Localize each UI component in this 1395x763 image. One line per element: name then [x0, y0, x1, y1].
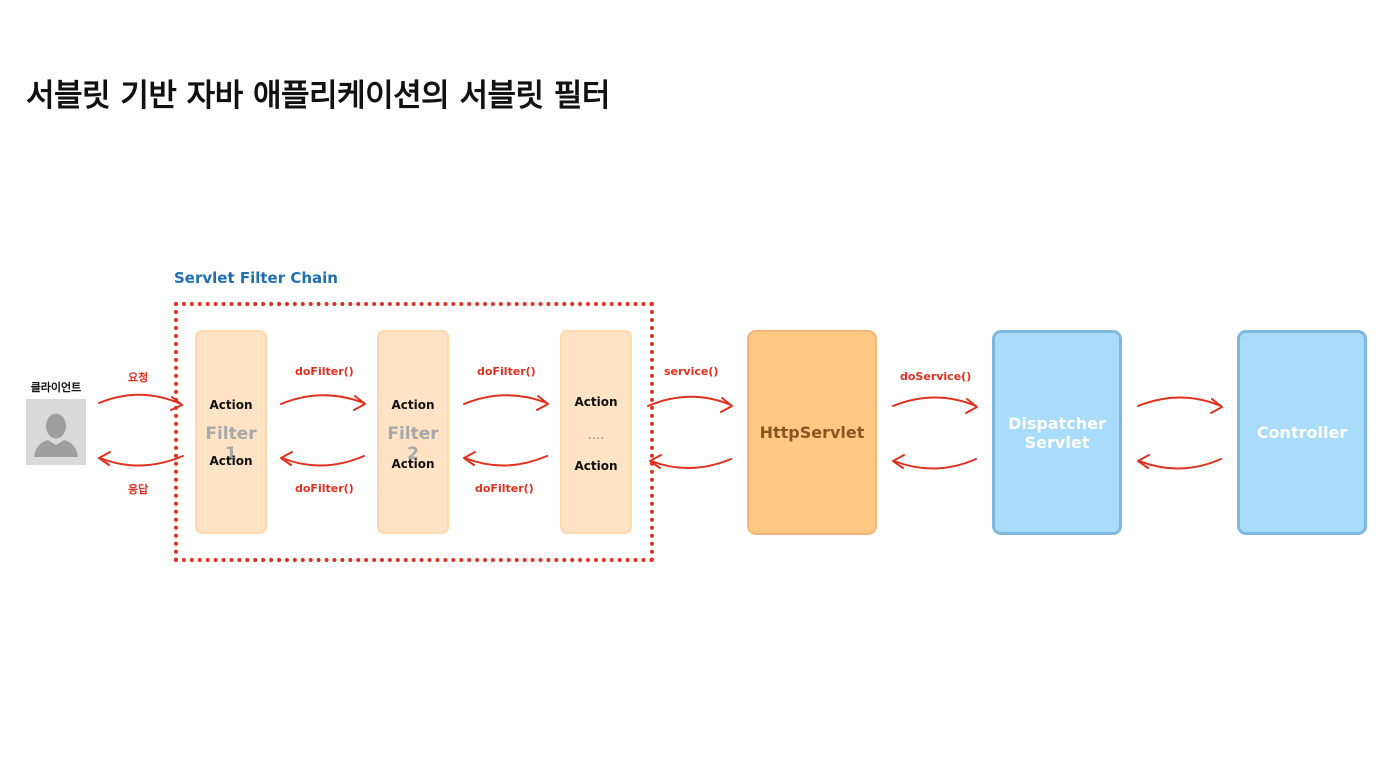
dofilter-2-forward-label: doFilter() [477, 365, 536, 378]
dofilter-1-back-label: doFilter() [295, 482, 354, 495]
service-forward-arrow [647, 395, 732, 407]
controller-box: Controller [1237, 330, 1367, 535]
filter-3-ellipsis: .... [587, 428, 605, 443]
controller-forward-arrow [1137, 396, 1222, 407]
page-title: 서블릿 기반 자바 애플리케이션의 서블릿 필터 [26, 78, 610, 114]
filter-2-top-action: Action [391, 398, 435, 412]
dofilter-2-forward-arrow [463, 394, 548, 405]
do-service-forward-arrowhead [965, 398, 978, 414]
filter-3-bottom-action: Action [574, 459, 618, 473]
dofilter-2-forward-arrowhead [536, 395, 549, 411]
filter-1: Action Filter 1 Action [195, 330, 267, 534]
service-back-arrowhead [649, 454, 662, 469]
controller-label: Controller [1256, 423, 1348, 442]
dofilter-2-back-arrow [464, 455, 548, 467]
filter-2-bottom-action: Action [391, 457, 435, 471]
dofilter-1-forward-arrow [280, 394, 365, 405]
request-arrowhead [170, 396, 183, 411]
controller-forward-arrowhead [1210, 398, 1223, 414]
filter-1-name: Filter 1 [205, 424, 257, 464]
filter-1-bottom-action: Action [209, 454, 253, 468]
filter-3-top-action: Action [574, 395, 618, 409]
response-label: 응답 [128, 483, 149, 496]
controller-back-arrow [1138, 458, 1222, 470]
dofilter-2-back-label: doFilter() [475, 482, 534, 495]
http-servlet-box: HttpServlet [747, 330, 877, 535]
dispatcher-servlet-label-line1: Dispatcher [1008, 413, 1106, 433]
dofilter-1-forward-label: doFilter() [295, 365, 354, 378]
dispatcher-servlet-box: Dispatcher Servlet [992, 330, 1122, 535]
dofilter-1-back-arrow [281, 455, 365, 467]
service-forward-arrowhead [720, 397, 733, 413]
do-service-back-arrow [893, 458, 977, 470]
filter-2: Action Filter 2 Action [377, 330, 449, 534]
dofilter-2-back-arrowhead [463, 451, 476, 466]
do-service-label: doService() [900, 370, 972, 383]
service-back-arrow [650, 458, 732, 469]
dofilter-1-back-arrowhead [280, 451, 293, 466]
dofilter-1-forward-arrowhead [353, 395, 366, 411]
dispatcher-servlet-label-line2: Servlet [1024, 432, 1090, 452]
do-service-back-arrowhead [892, 454, 905, 469]
client-label: 클라이언트 [30, 381, 82, 394]
do-service-forward-arrow [892, 396, 977, 407]
filter-3: Action .... Action [560, 330, 632, 534]
filter-chain-label: Servlet Filter Chain [174, 269, 338, 287]
response-arrowhead [98, 451, 111, 466]
service-label: service() [664, 365, 719, 378]
request-arrow [98, 393, 182, 405]
request-label: 요청 [128, 371, 149, 384]
response-arrow [99, 455, 184, 467]
filter-chain-border [174, 302, 654, 562]
http-servlet-label: HttpServlet [759, 423, 865, 442]
filter-1-top-action: Action [209, 398, 253, 412]
filter-2-name: Filter 2 [387, 424, 439, 464]
controller-back-arrowhead [1137, 454, 1150, 469]
person-silhouette-icon [26, 399, 86, 465]
